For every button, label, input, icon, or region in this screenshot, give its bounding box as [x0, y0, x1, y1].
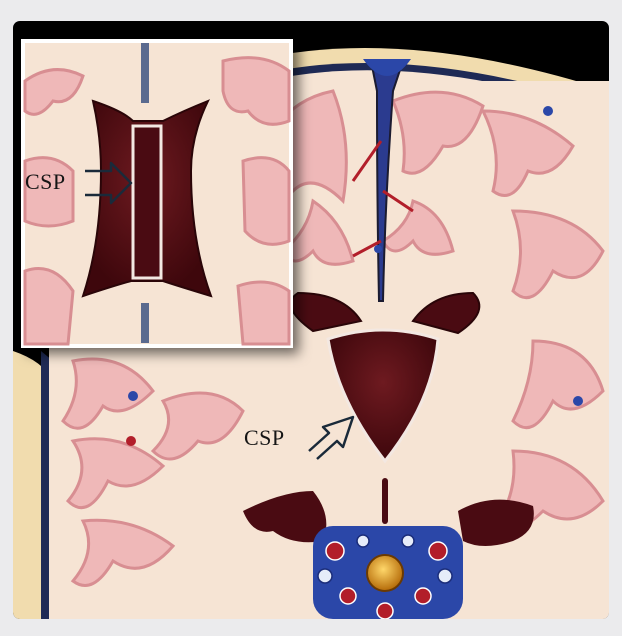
- basal-structures: [243, 491, 534, 619]
- inset-content: [23, 43, 291, 346]
- inset-arrow-icon: [85, 161, 133, 205]
- small-vessels: [126, 106, 583, 446]
- cavum-septum-pellucidum: [326, 328, 440, 464]
- main-arrow-icon: [308, 415, 355, 460]
- brain-illustration: [13, 39, 609, 619]
- inset-septum: [131, 124, 163, 280]
- main-csp-label: CSP: [244, 425, 285, 450]
- main-ventricles: [289, 291, 481, 524]
- pointer-arrows: [85, 161, 355, 460]
- inset-csp-label: CSP: [25, 169, 66, 194]
- midline-fissure: [351, 59, 414, 302]
- illustration-frame: CSP CSP: [13, 21, 609, 619]
